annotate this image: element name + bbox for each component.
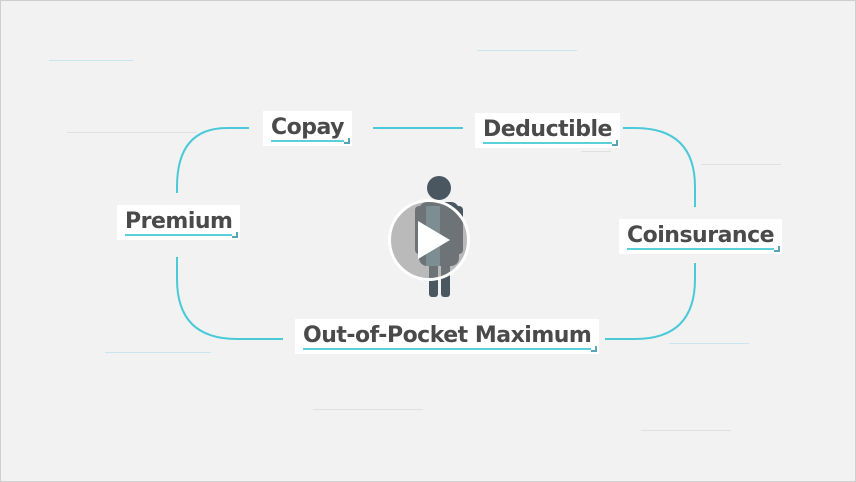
copay-label-text: Copay xyxy=(271,115,345,140)
background-line xyxy=(669,343,749,344)
background-line xyxy=(581,151,611,152)
label-corner-mark xyxy=(774,246,781,252)
background-line xyxy=(105,352,211,353)
label-corner-mark xyxy=(344,138,351,144)
background-line xyxy=(313,409,423,410)
deductible-label-text: Deductible xyxy=(483,117,612,142)
cycle-path xyxy=(623,127,696,207)
coinsurance-label-text: Coinsurance xyxy=(627,223,775,248)
background-line xyxy=(701,164,781,165)
out-of-pocket-maximum-label-text: Out-of-Pocket Maximum xyxy=(303,323,592,348)
cycle-path xyxy=(605,263,696,340)
label-underline xyxy=(303,348,592,350)
copay-label: Copay xyxy=(263,111,353,146)
play-icon xyxy=(418,221,450,259)
label-underline xyxy=(271,140,345,142)
coinsurance-label: Coinsurance xyxy=(619,219,783,254)
label-underline xyxy=(125,234,233,236)
background-line xyxy=(641,430,731,431)
premium-label: Premium xyxy=(117,205,241,240)
label-underline xyxy=(483,142,612,144)
cycle-path xyxy=(176,127,249,193)
cycle-path xyxy=(176,257,283,340)
out-of-pocket-maximum-label: Out-of-Pocket Maximum xyxy=(295,319,600,354)
label-underline xyxy=(627,248,775,250)
premium-label-text: Premium xyxy=(125,209,233,234)
background-line xyxy=(67,132,197,133)
play-button[interactable] xyxy=(388,199,470,281)
deductible-label: Deductible xyxy=(475,113,620,148)
background-line xyxy=(477,50,577,51)
label-corner-mark xyxy=(232,232,239,238)
label-corner-mark xyxy=(591,346,598,352)
background-line xyxy=(49,60,133,61)
label-corner-mark xyxy=(611,140,618,146)
